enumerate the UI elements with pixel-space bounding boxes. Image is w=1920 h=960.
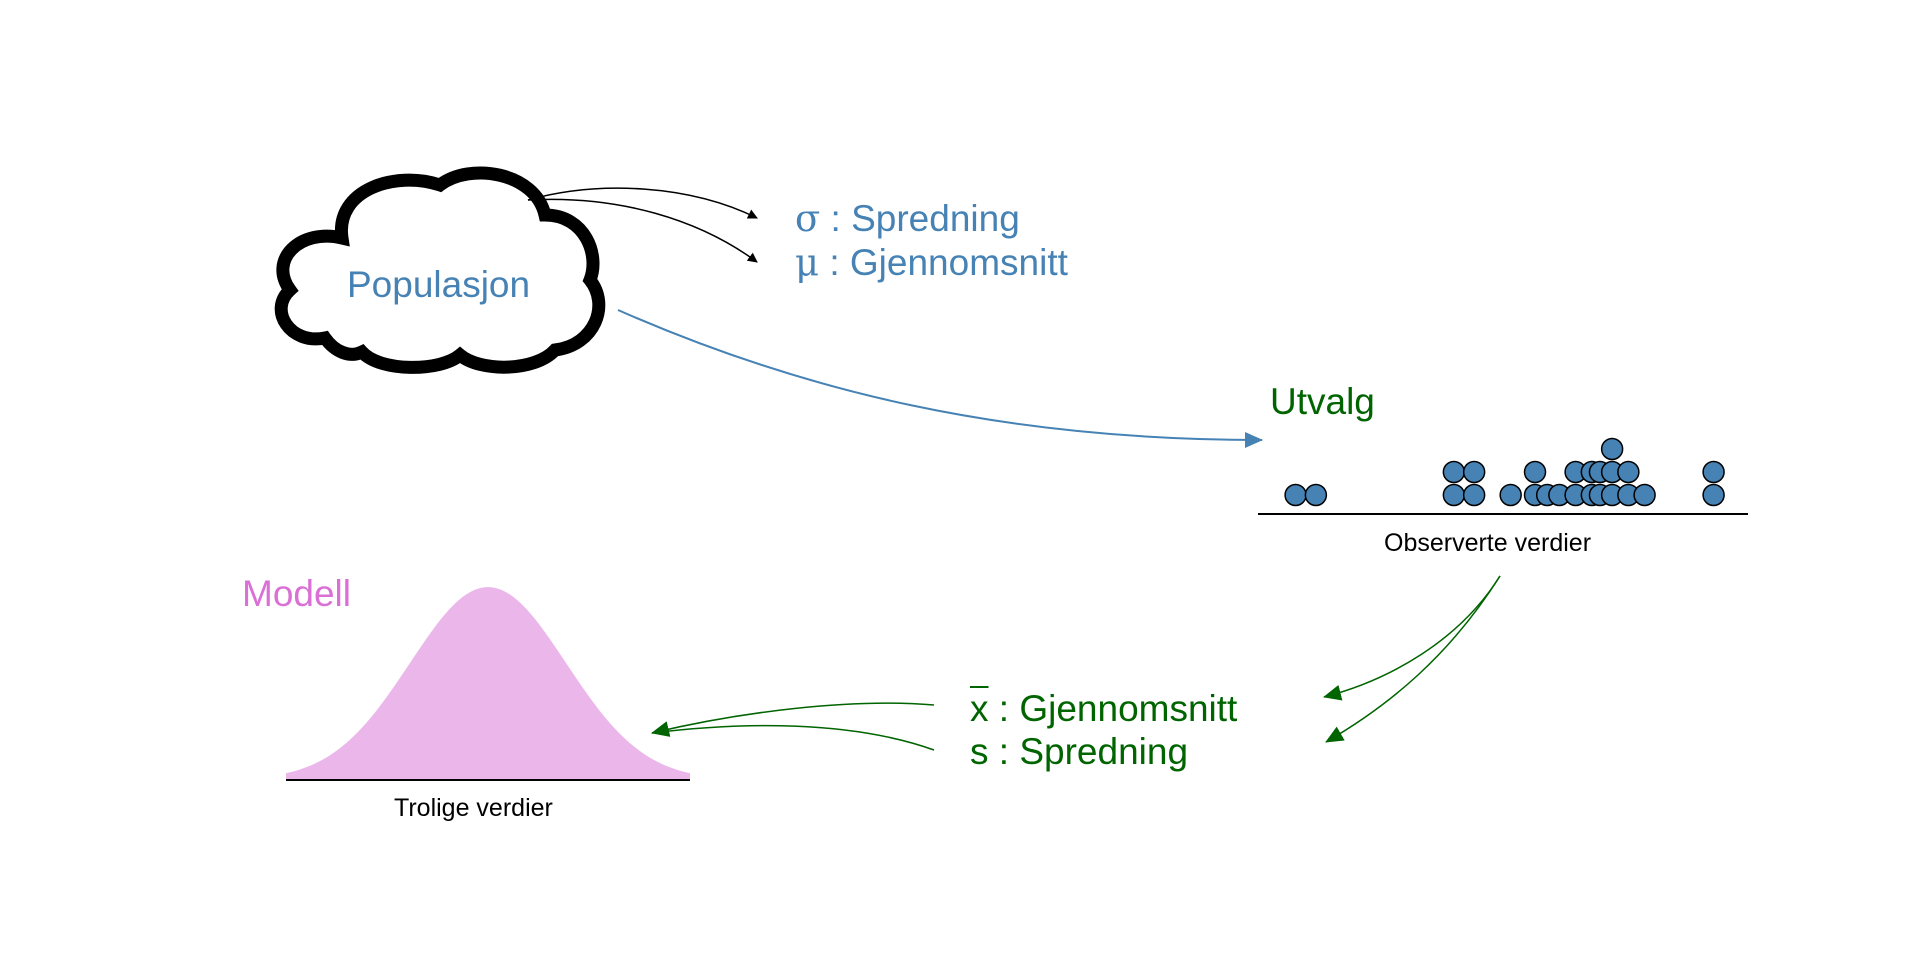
mean-name: Gjennomsnitt [1019,688,1238,729]
arrow-sample-to-spread [1325,575,1501,743]
sigma-name: Spredning [851,198,1020,239]
arrow-to-mu [527,198,758,263]
sample-dot [1284,483,1307,507]
sample-dot [1442,483,1466,507]
stat-spread: s : Spredning [970,733,1188,770]
sigma-symbol: σ [795,197,821,240]
sample-dot [1462,483,1486,507]
sample-dot [1523,460,1547,484]
spread-sep: : [988,731,1020,772]
model-axis-label: Trolige verdier [394,794,553,822]
mu-symbol: μ [795,241,820,284]
sample-axis-label: Observerte verdier [1384,529,1592,557]
sample-dots [1284,437,1725,507]
sample-dot [1442,460,1466,484]
arrow-spread-to-model [651,724,935,751]
sample-dot [1600,437,1624,461]
arrow-population-to-sample [617,309,1263,448]
sample-dot [1499,483,1522,507]
sigma-sep: : [820,198,852,239]
arrow-sample-to-mean [1323,575,1501,701]
sample-dot [1462,460,1486,484]
sample-dot [1617,460,1640,484]
mean-sep: : [988,688,1020,729]
mu-sep: : [819,242,850,283]
sample-dot [1633,483,1656,507]
stat-mean: x : Gjennomsnitt [970,690,1237,727]
model-label: Modell [242,573,351,614]
sample-dot [1702,460,1725,484]
population-label: Populasjon [347,264,531,305]
spread-name: Spredning [1019,731,1189,772]
sample-dot [1702,483,1725,507]
sample-dot [1304,483,1328,507]
xbar-symbol: x [970,688,989,729]
param-sigma: σ : Spredning [795,200,1020,237]
arrow-mean-to-model [651,702,935,737]
arrow-to-sigma [527,187,758,219]
mu-name: Gjennomsnitt [849,242,1068,283]
model-density-curve [286,587,690,780]
s-symbol: s [970,731,989,772]
sample-label: Utvalg [1270,381,1375,422]
param-mu: μ : Gjennomsnitt [795,244,1068,281]
population-cloud [274,166,606,374]
